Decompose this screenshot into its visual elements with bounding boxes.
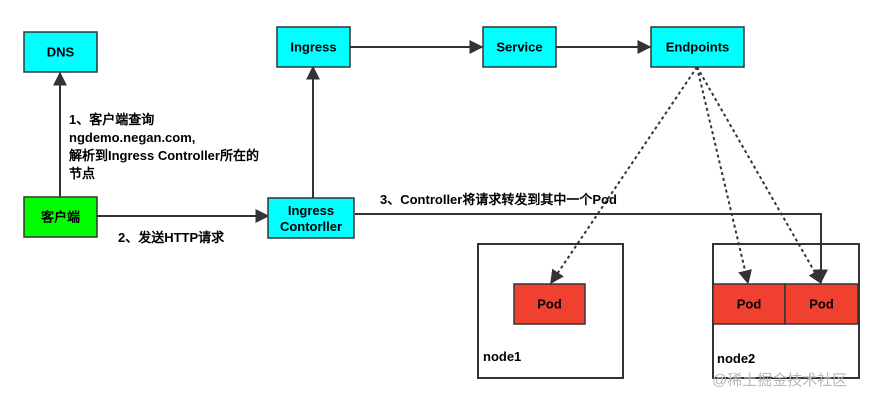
ingress-node [276,26,351,68]
pod-node2-a-label: Pod [737,297,762,312]
dns-node-label: DNS [47,45,75,60]
pod-node2-b [784,283,859,325]
ingress-node-label: Ingress [290,40,336,55]
step3-label: 3、Controller将请求转发到其中一个Pod [380,192,617,207]
node1-label: node1 [483,349,521,364]
ingress-controller-label-line1: Ingress [288,203,334,218]
service-node [482,26,557,68]
node2-label: node2 [717,351,755,366]
node1-container [477,243,624,379]
service-node-label: Service [496,40,542,55]
endpoints-to-pod-node1-dashed [550,66,698,285]
client-node-label: 客户端 [41,210,80,225]
step2-label: 2、发送HTTP请求 [118,230,225,245]
endpoints-to-pod-node2-a-dashed [696,66,752,285]
ingress-controller-node [267,197,355,239]
ingress-controller-label-line2: Contorller [280,219,342,234]
watermark: @稀土掘金技术社区 [712,372,847,389]
pod-node1 [513,283,586,325]
step1-label-line3: 解析到Ingress Controller所在的 [68,148,259,163]
step1-label-line4: 节点 [69,166,95,181]
pod-node1-label: Pod [537,297,562,312]
endpoints-to-pod-node2-b-dashed [696,66,822,285]
controller-to-pod-arrow [355,213,828,284]
pod-node2-b-label: Pod [809,297,834,312]
endpoints-node [650,26,745,68]
client-node [23,196,98,238]
dns-node [23,31,98,73]
endpoints-node-label: Endpoints [666,40,730,55]
step1-label-line1: 1、客户端查询 [69,112,154,127]
step1-label-line2: ngdemo.negan.com, [69,130,195,145]
